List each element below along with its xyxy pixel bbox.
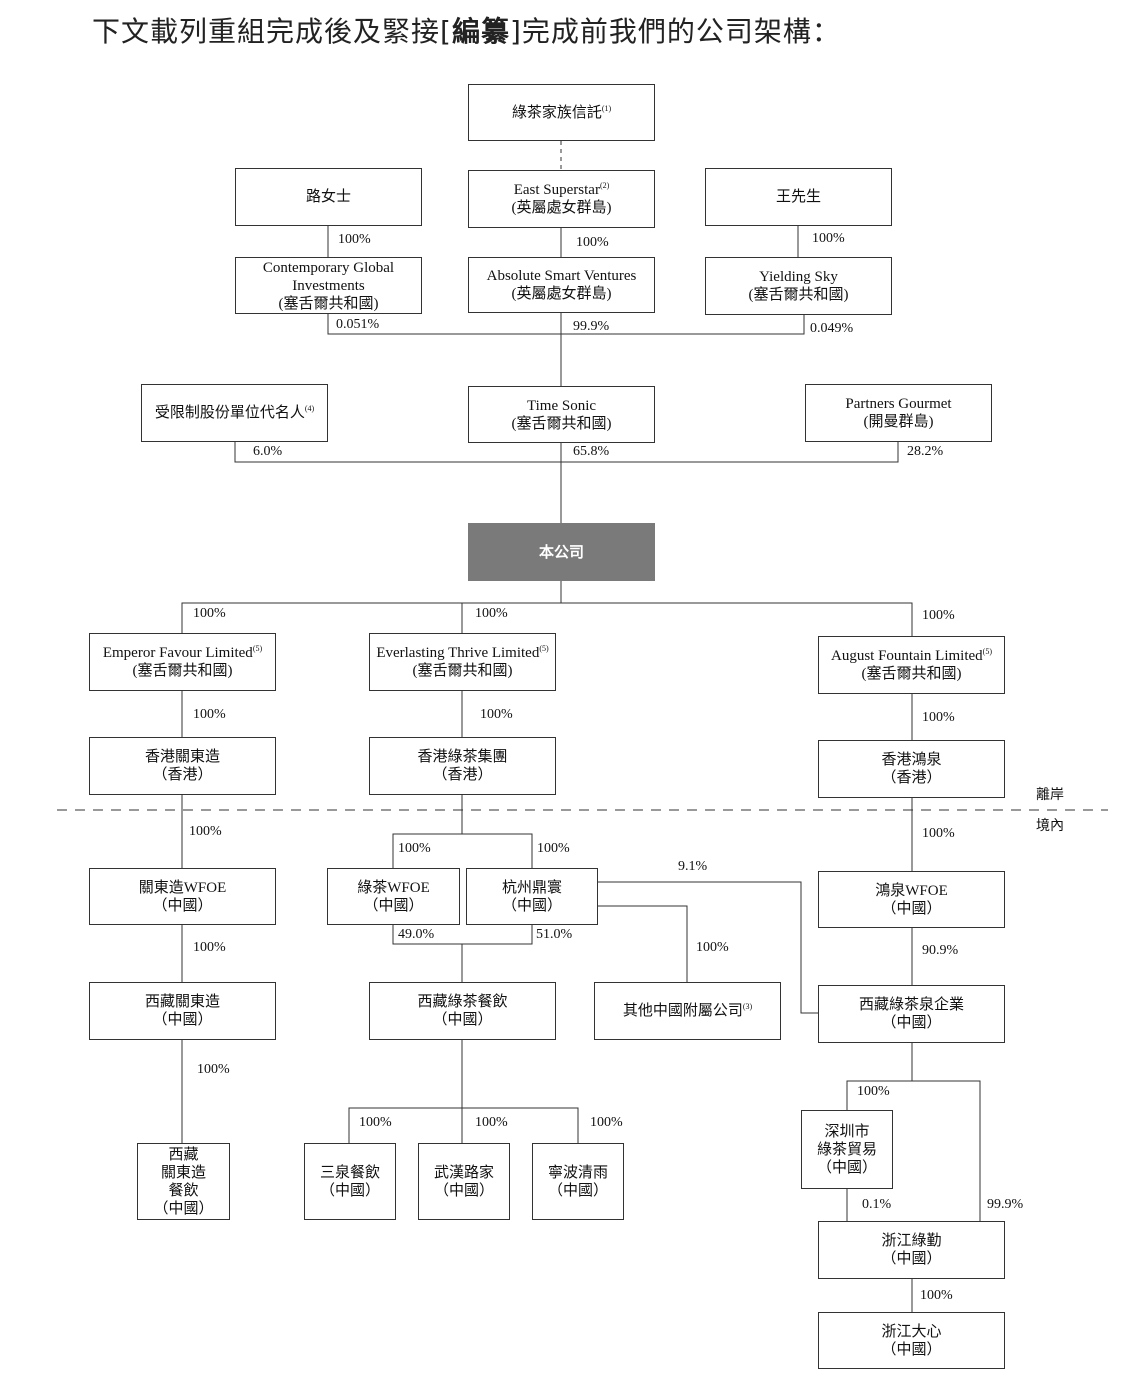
node-tibet-guandongzao: 西藏關東造 （中國） [89,982,276,1040]
node-emperor-favour: Emperor Favour Limited(5) (塞舌爾共和國) [89,633,276,691]
pct-xzlc-sq: 100% [359,1115,392,1130]
pct-hzdh-other: 100% [696,940,729,955]
label-offshore: 離岸 [1036,787,1064,803]
pct-ts-company: 65.8% [573,444,610,459]
pct-hk-gdz-wfoe: 100% [189,824,222,839]
pct-lu-cgi: 100% [338,232,371,247]
node-contemporary-global: Contemporary Global Investments (塞舌爾共和國) [235,257,422,314]
node-zhejiang-daxin: 浙江大心 （中國） [818,1312,1005,1369]
pct-asv-ts: 99.9% [573,319,610,334]
pct-gdz-wfoe-xz: 100% [193,940,226,955]
node-green-tea-wfoe: 綠茶WFOE （中國） [327,868,460,925]
pct-cgi-ts: 0.051% [336,317,380,332]
node-time-sonic: Time Sonic (塞舌爾共和國) [468,386,655,443]
node-tibet-guandongzao-catering: 西藏 關東造 餐飲 （中國） [137,1143,230,1220]
node-hk-green-tea-group: 香港綠茶集團 （香港） [369,737,556,795]
node-hk-hongquan: 香港鴻泉 （香港） [818,740,1005,798]
node-everlasting-thrive: Everlasting Thrive Limited(5) (塞舌爾共和國) [369,633,556,691]
pct-sz-zj: 0.1% [862,1197,892,1212]
label-onshore: 境內 [1036,818,1064,834]
pct-lcwfoe-xzlc: 49.0% [398,927,435,942]
node-ningbo-qingyu: 寧波清雨 （中國） [532,1143,624,1220]
node-august-fountain: August Fountain Limited(5) (塞舌爾共和國) [818,636,1005,694]
node-other-prc-subsidiaries: 其他中國附屬公司(3) [594,982,781,1040]
pct-hzdh-xzlc: 51.0% [536,927,573,942]
node-partners-gourmet: Partners Gourmet (開曼群島) [805,384,992,442]
node-zhejiang-lvqin: 浙江綠勤 （中國） [818,1221,1005,1279]
node-mr-wang: 王先生 [705,168,892,226]
pct-xzlc-nb: 100% [590,1115,623,1130]
node-hongquan-wfoe: 鴻泉WFOE （中國） [818,871,1005,928]
node-sanquan-catering: 三泉餐飲 （中國） [304,1143,396,1220]
pct-etl-hk: 100% [480,707,513,722]
pct-hk-lc-wfoe: 100% [398,841,431,856]
node-company: 本公司 [468,523,655,581]
pct-xzlcq-zj: 99.9% [987,1197,1024,1212]
pct-co-afl: 100% [922,608,955,623]
page-title: 下文載列重組完成後及緊接[編纂]完成前我們的公司架構： [92,15,841,48]
pct-efl-hk: 100% [193,707,226,722]
pct-hk-hq-wfoe: 100% [922,826,955,841]
pct-wang-ys: 100% [812,231,845,246]
pct-hqwfoe-xzlcq: 90.9% [922,943,959,958]
node-absolute-smart-ventures: Absolute Smart Ventures (英屬處女群島) [468,257,655,313]
node-wuhan-lujia: 武漢路家 （中國） [418,1143,510,1220]
node-ms-lu: 路女士 [235,168,422,226]
node-hangzhou-dinghuan: 杭州鼎寰 （中國） [466,868,598,925]
node-east-superstar: East Superstar(2) (英屬處女群島) [468,170,655,228]
node-tibet-green-tea-spring: 西藏綠茶泉企業 （中國） [818,985,1005,1043]
node-tibet-green-tea-catering: 西藏綠茶餐飲 （中國） [369,982,556,1040]
node-guandongzao-wfoe: 關東造WFOE （中國） [89,868,276,925]
node-shenzhen-green-tea-trading: 深圳市 綠茶貿易 （中國） [801,1110,893,1189]
node-green-tea-family-trust: 綠茶家族信託(1) [468,84,655,141]
pct-ys-ts: 0.049% [810,321,854,336]
node-hk-guandongzao: 香港關東造 （香港） [89,737,276,795]
pct-rsu-company: 6.0% [253,444,283,459]
pct-es-asv: 100% [576,235,609,250]
pct-xzlc-wh: 100% [475,1115,508,1130]
node-rsu-nominee: 受限制股份單位代名人(4) [141,384,328,442]
pct-hzdh-xzlcq: 9.1% [678,859,708,874]
pct-afl-hk: 100% [922,710,955,725]
pct-hk-hzdh: 100% [537,841,570,856]
pct-co-etl: 100% [475,606,508,621]
pct-co-efl: 100% [193,606,226,621]
pct-xzgdz-cy: 100% [197,1062,230,1077]
node-yielding-sky: Yielding Sky (塞舌爾共和國) [705,257,892,315]
pct-xzlcq-sz: 100% [857,1084,890,1099]
pct-zj-dx: 100% [920,1288,953,1303]
pct-pg-company: 28.2% [907,444,944,459]
